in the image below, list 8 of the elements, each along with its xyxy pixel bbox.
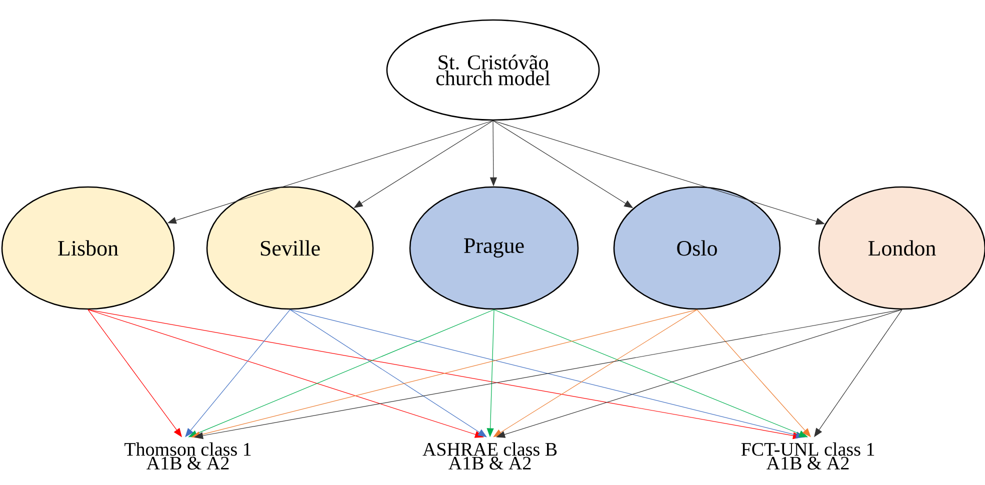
scenario-label: Thomson class 1 A1B & A2	[124, 442, 251, 470]
arrow	[290, 309, 487, 438]
scenario-label: FCT-UNL class 1 A1B & A2	[741, 442, 874, 470]
arrow	[88, 309, 484, 438]
arrow	[493, 309, 698, 438]
arrow	[188, 309, 494, 438]
scenario-label: ASHRAE class B A1B & A2	[422, 442, 557, 470]
arrow	[494, 309, 808, 438]
